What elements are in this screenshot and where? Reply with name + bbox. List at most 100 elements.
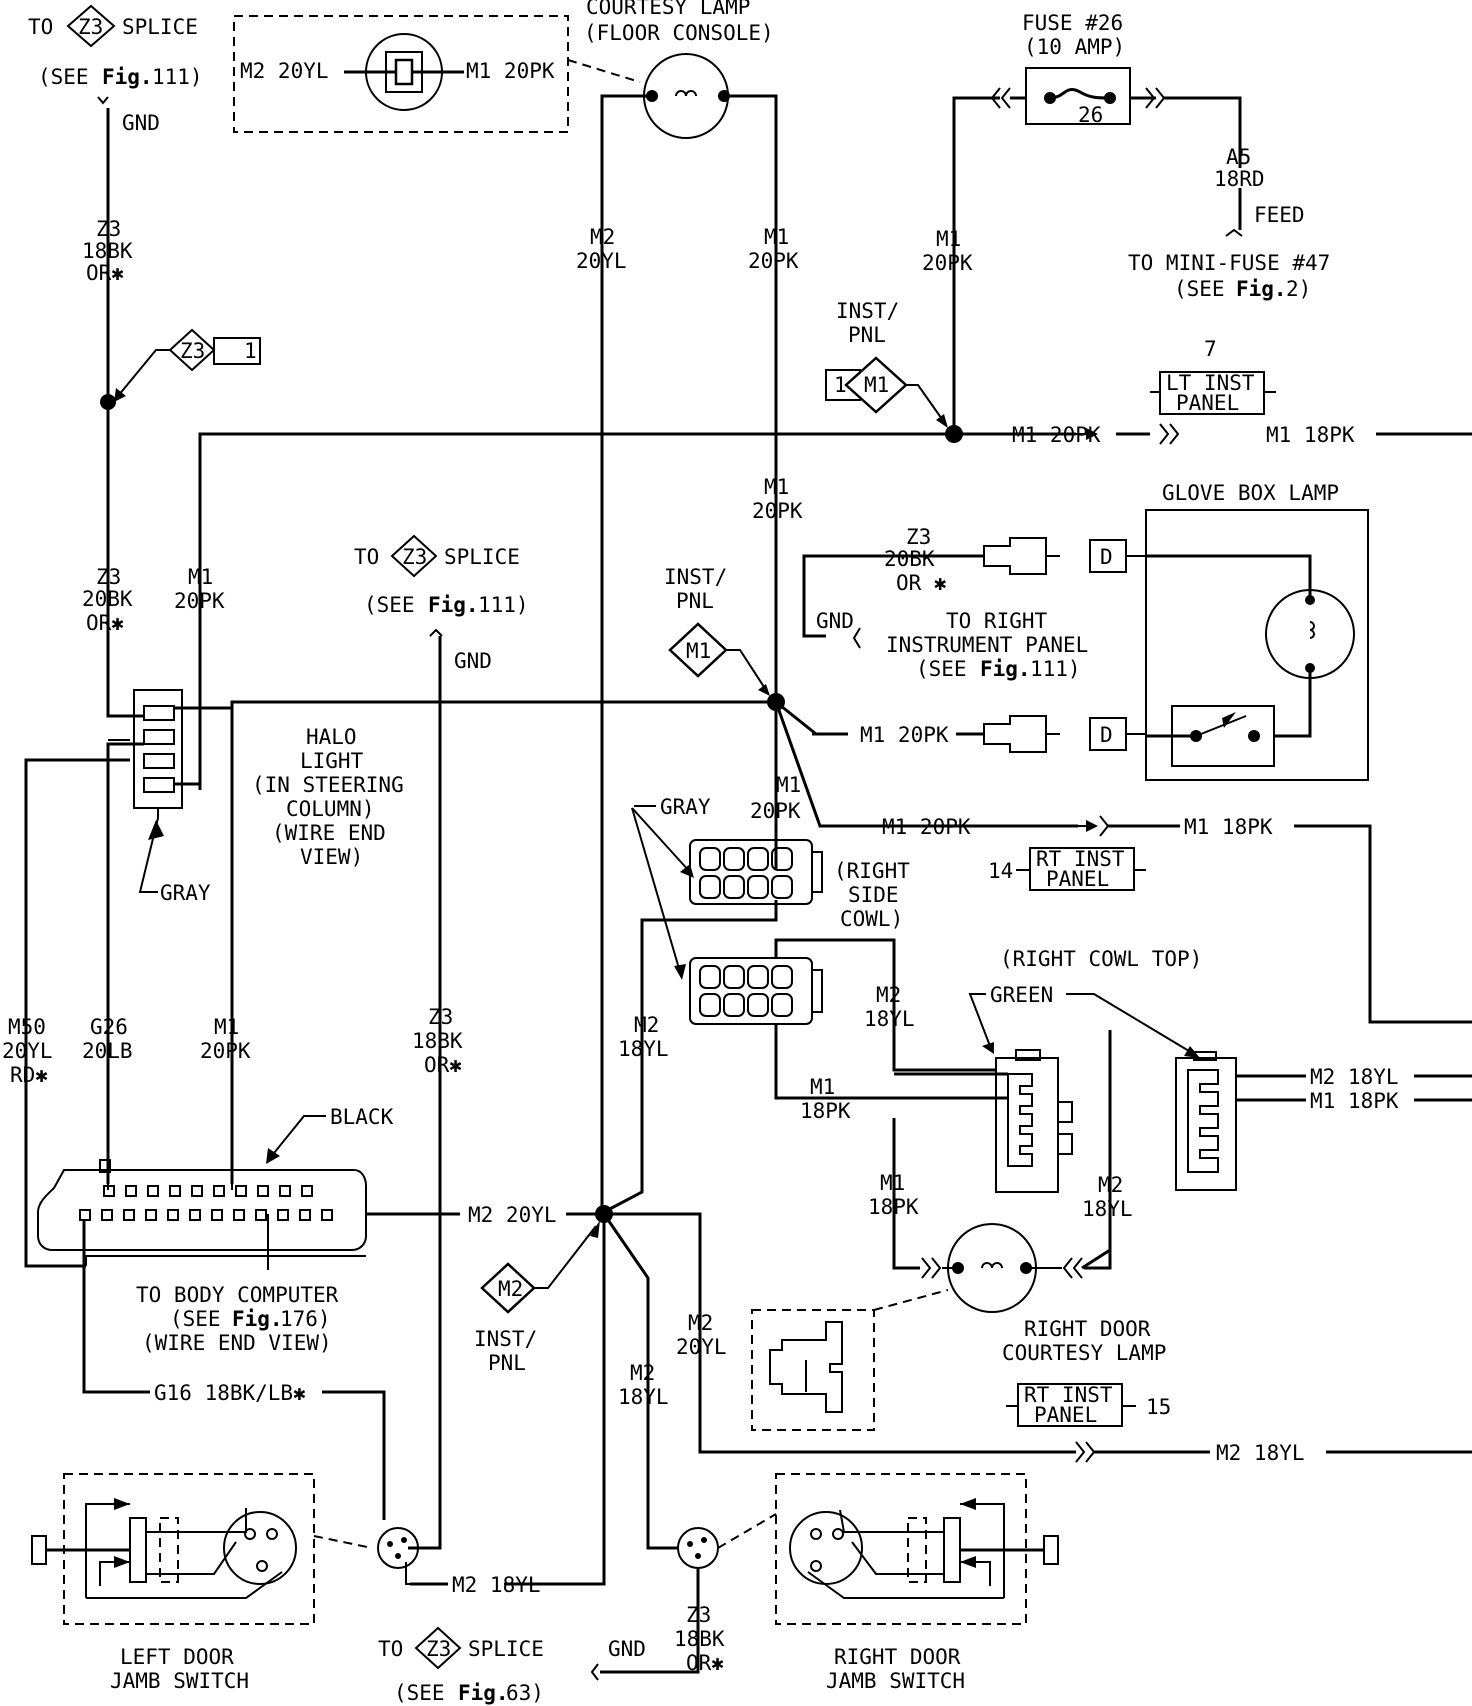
lamp-socket-icon (769, 1321, 843, 1413)
bs-see: (SEE (394, 1681, 445, 1705)
body-computer-connector: BLACK G16 18BK/LB✱ M2 20YL TO B (26, 1105, 557, 1520)
socket-icon (365, 33, 443, 111)
bus-right-label: M1 18PK (1266, 423, 1355, 447)
ms-see: (SEE (364, 593, 415, 617)
lc-pk: 20PK (174, 589, 225, 613)
inst-pnl-mid: INST/ PNL M1 (664, 565, 1078, 870)
ground-break-icon (97, 96, 109, 105)
lc-gray: GRAY (160, 881, 211, 905)
rc-side2: SIDE (848, 883, 899, 907)
connector-chevron-icon (1062, 1257, 1083, 1279)
tl-see: (SEE (38, 65, 89, 89)
rc-wire-l: M1 20PK (882, 815, 971, 839)
m1-vert-a: M1 (764, 225, 789, 249)
bs-gnd: GND (608, 1637, 646, 1661)
tl-inline-z3: Z3 (180, 339, 205, 363)
lw-m2-bot: M2 18YL (452, 1573, 541, 1597)
bs-to: TO (378, 1637, 403, 1661)
inst-pnl-top-l2: PNL (848, 323, 886, 347)
ms-fig-num: 111) (478, 593, 529, 617)
bc-fig-num: 176) (280, 1307, 331, 1331)
ipm-m1: M1 (686, 639, 711, 663)
rc-side3: COWL) (840, 907, 903, 931)
right-door-courtesy-lamp: M1 18PK M2 18YL RIGHT DOOR COURTESY LAMP (751, 1171, 1166, 1431)
lt-inst-l2: PANEL (1176, 391, 1239, 415)
bc-m2: M2 20YL (468, 1203, 557, 1227)
rdl-l2: COURTESY LAMP (1002, 1341, 1166, 1365)
lc-bk: 20BK (82, 587, 133, 611)
lw-m2-right: M2 18YL (1216, 1441, 1305, 1465)
bs-fig: Fig. (458, 1681, 509, 1705)
lc-or: OR✱ (86, 611, 124, 635)
rs-l1: RIGHT DOOR (834, 1645, 961, 1669)
glove-to-right: TO RIGHT (946, 609, 1048, 633)
left-connector: Z3 20BK OR✱ M1 20PK GRAY (24, 565, 776, 1268)
pin-row-bottom (79, 1209, 333, 1221)
fuse-to-mini: TO MINI-FUSE #47 (1128, 251, 1330, 275)
ct-out-m1: M1 18PK (1310, 1089, 1399, 1113)
green-connector (995, 1057, 1059, 1193)
lw-m2a: M2 (688, 1311, 713, 1335)
lc-m1: M1 (188, 565, 213, 589)
lc-z3: Z3 (96, 565, 121, 589)
lw-m2d: 18YL (618, 1385, 669, 1409)
bc-l3: (WIRE END VIEW) (142, 1331, 332, 1355)
glove-fig: Fig. (980, 657, 1031, 681)
floor-lamp-title1: COURTESY LAMP (586, 0, 750, 19)
main-wires (100, 94, 1472, 1214)
fuse-see: (SEE (1174, 277, 1225, 301)
ipm-l1: INST/ (664, 565, 727, 589)
lt-inst-panel: 7 LT INST PANEL (1150, 337, 1276, 415)
tl-to: TO (28, 15, 53, 39)
tl-w3: OR✱ (86, 261, 124, 285)
inst-pnl-top: INST/ PNL 1 M1 (825, 299, 948, 428)
floor-lamp-right-wire: M1 20PK (466, 59, 555, 83)
glove-box-frame (1145, 509, 1369, 781)
fuse-fig-num: 2) (1286, 277, 1311, 301)
fuse-a5: A5 (1226, 145, 1251, 169)
bc-fig: Fig. (232, 1307, 283, 1331)
ct-m2a: M2 (876, 983, 901, 1007)
bc-g16: G16 18BK/LB✱ (154, 1381, 306, 1405)
ct-out-m2: M2 18YL (1310, 1065, 1399, 1089)
floor-lamp-title2: (FLOOR CONSOLE) (584, 21, 774, 45)
splice-dot (100, 394, 116, 410)
rt15-l1: RT INST (1024, 1383, 1113, 1407)
left-switch-connector-icon (377, 1527, 419, 1569)
mid-splice: TO Z3 SPLICE (SEE Fig. 111) GND (354, 534, 529, 1550)
rc-side1: (RIGHT (834, 859, 910, 883)
ms-splice: SPLICE (444, 545, 520, 569)
ms-z3: Z3 (402, 545, 427, 569)
left-switch-plug-icon (223, 1511, 297, 1585)
inline-box (213, 337, 261, 365)
halo-l3: (IN STEERING (252, 773, 404, 797)
rc-m1: M1 (776, 773, 801, 797)
fuse-26: FUSE #26 (10 AMP) 26 A5 18RD FEED TO MIN… (956, 11, 1330, 301)
fuse-feed: FEED (1254, 203, 1305, 227)
glove-title: GLOVE BOX LAMP (1162, 481, 1339, 505)
m2-vert-b: 20YL (576, 249, 627, 273)
lw-z3a: Z3 (428, 1005, 453, 1029)
left-wire-labels: M50 20YL RD✱ G26 20LB M1 20PK Z3 18BK OR… (2, 1005, 463, 1087)
halo-l5: (WIRE END (272, 821, 386, 845)
ct-title: (RIGHT COWL TOP) (1000, 947, 1202, 971)
glove-z3: Z3 (906, 525, 931, 549)
connector-chevron-icon (1159, 423, 1180, 445)
bs-z3w: Z3 (686, 1603, 711, 1627)
ipb-m2: M2 (498, 1277, 523, 1301)
center-splice: M2 18YL M2 INST/ PNL M2 20YL M2 18YL M2 … (405, 1013, 1472, 1597)
top-left-splice: TO Z3 SPLICE (SEE Fig. 111) GND Z3 18BK … (28, 4, 261, 372)
pin-row-top (103, 1185, 313, 1197)
lw-m1b: 20PK (200, 1039, 251, 1063)
cv-m2a: M2 (634, 1013, 659, 1037)
glove-d2: D (1100, 723, 1113, 747)
ct-m1a: M1 (810, 1075, 835, 1099)
tl-fig-num: 111) (152, 65, 203, 89)
connector-chevron-icon (1099, 815, 1110, 837)
rt-inst-15: RT INST PANEL 15 (1006, 1383, 1171, 1427)
glove-inst-panel: INSTRUMENT PANEL (886, 633, 1088, 657)
bc-l1: TO BODY COMPUTER (136, 1283, 339, 1307)
glove-see: (SEE (916, 657, 967, 681)
halo-l2: LIGHT (300, 749, 364, 773)
inst-pnl-top-m1: M1 (864, 373, 889, 397)
